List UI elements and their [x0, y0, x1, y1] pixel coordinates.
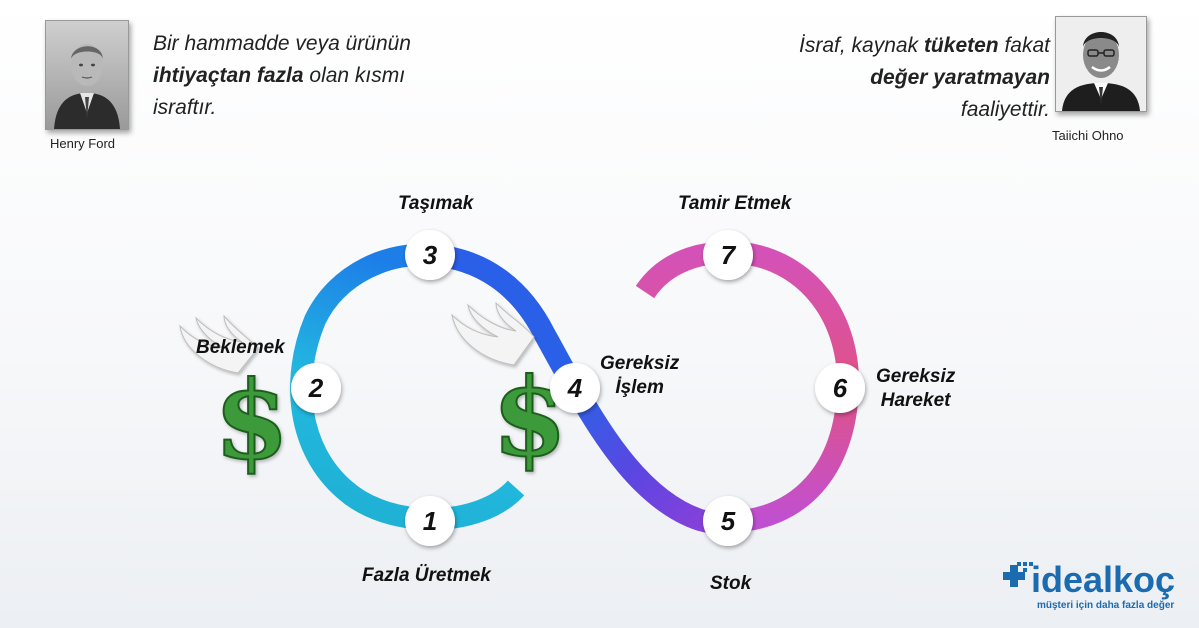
- loop-cross-arc: [565, 382, 735, 535]
- taiichi-ohno-photo: [1055, 16, 1147, 112]
- node-6-label-line2: Hareket: [880, 390, 951, 411]
- node-1: [405, 496, 455, 546]
- node-5-number: 5: [721, 506, 736, 536]
- quote-right-part3: faaliyettir.: [960, 98, 1050, 121]
- node-6: [815, 363, 865, 413]
- node-6-label: Gereksiz Hareket: [876, 365, 955, 413]
- node-2: [291, 363, 341, 413]
- node-7-label: Tamir Etmek: [678, 193, 792, 214]
- quote-right-bold1: tüketen: [923, 34, 999, 57]
- node-2-label: Beklemek: [196, 337, 285, 358]
- svg-text:$: $: [492, 355, 567, 481]
- node-1-label: Fazla Üretmek: [362, 565, 491, 586]
- node-3-number: 3: [423, 240, 438, 270]
- node-4-label-line1: Gereksiz: [600, 353, 680, 374]
- loop-right-arc: [635, 241, 860, 533]
- henry-ford-photo: [45, 20, 129, 130]
- logo-tagline: müşteri için daha fazla değer: [1037, 600, 1174, 611]
- winged-dollar-icon: $: [451, 301, 568, 482]
- quote-right-bold2: değer yaratmayan: [870, 66, 1050, 89]
- winged-dollar-icon: $: [179, 314, 290, 485]
- node-1-number: 1: [423, 506, 437, 536]
- cross-icon: [1003, 562, 1033, 587]
- henry-ford-caption: Henry Ford: [50, 136, 116, 151]
- node-4-number: 4: [567, 373, 583, 403]
- quote-left-line1: Bir hammadde veya ürünün: [153, 32, 411, 55]
- logo-name: idealkoç: [1031, 559, 1175, 600]
- quote-right-part2: fakat: [998, 34, 1050, 57]
- svg-text:$: $: [214, 358, 289, 484]
- node-2-number: 2: [308, 373, 324, 403]
- quote-left-line3: israftır.: [153, 96, 217, 119]
- quote-right-part1: İsraf, kaynak: [799, 34, 924, 57]
- node-6-number: 6: [833, 373, 848, 403]
- node-5-label: Stok: [710, 573, 752, 594]
- taiichi-ohno-caption: Taiichi Ohno: [1052, 128, 1124, 143]
- node-6-label-line1: Gereksiz: [876, 366, 956, 387]
- quote-taiichi-ohno: İsraf, kaynak tüketen fakat değer yaratm…: [740, 30, 1050, 126]
- node-4: [550, 363, 600, 413]
- node-4-label-line2: İşlem: [615, 377, 664, 398]
- idealkoc-logo: idealkoç müşteri için daha fazla değer: [1003, 559, 1175, 611]
- node-7: [703, 230, 753, 280]
- quote-left-line2: olan kısmı: [303, 64, 406, 87]
- node-3: [405, 230, 455, 280]
- node-3-label: Taşımak: [398, 193, 474, 214]
- node-5: [703, 496, 753, 546]
- quote-henry-ford: Bir hammadde veya ürünün ihtiyaçtan fazl…: [153, 28, 463, 124]
- node-7-number: 7: [721, 240, 737, 270]
- node-4-label: Gereksiz İşlem: [600, 352, 679, 400]
- quote-left-bold: ihtiyaçtan fazla: [153, 64, 304, 87]
